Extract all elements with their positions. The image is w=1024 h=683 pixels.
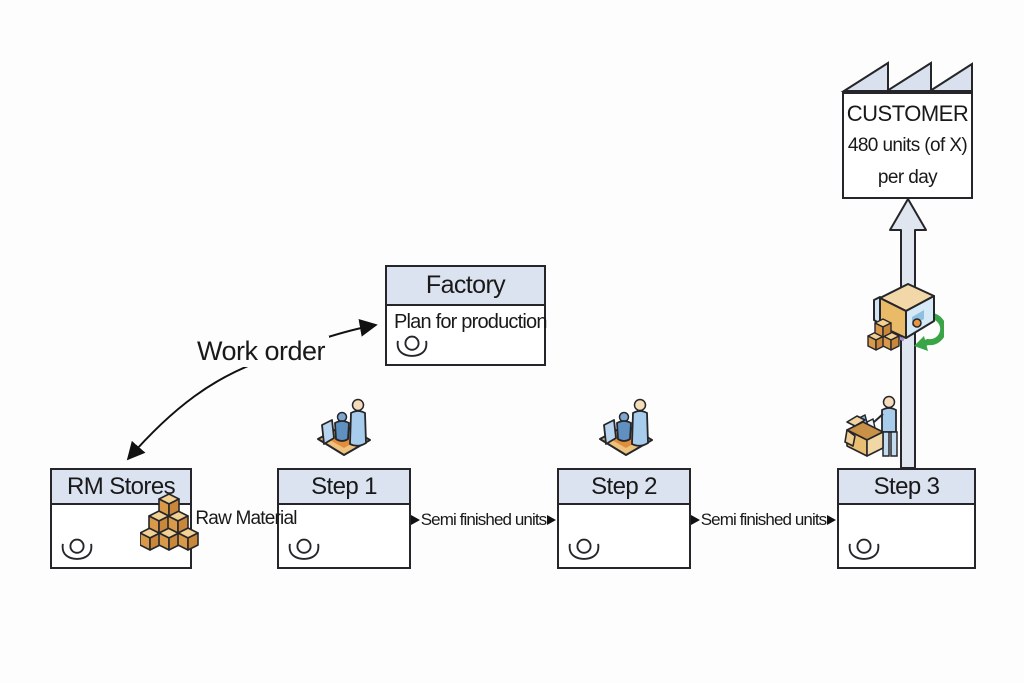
flow-label-raw-material: Raw Material [195,508,297,530]
process-box-step-3: Step 3 [837,468,976,569]
shipment-cubes-icon [867,318,900,351]
arrow-right-icon [547,515,556,525]
arrow-right-icon [691,515,700,525]
operator-icon [568,538,600,560]
workers-group-icon [599,398,653,456]
factory-roof-icon [840,61,973,92]
flow-label-text: Semi finished units [420,510,547,529]
workers-group-icon [317,398,371,456]
operator-icon [396,335,428,357]
delivery-truck-icon [867,283,944,351]
customer-box: CUSTOMER 480 units (of X) per day [842,92,973,199]
customer-title: CUSTOMER [846,100,969,126]
flow-label-text: Semi finished units [700,510,827,529]
packing-person-icon [844,395,898,457]
operator-icon [288,538,320,560]
process-header: Step 1 [279,470,409,505]
process-box-step-1: Step 1 [277,468,411,569]
factory-header: Factory [387,267,544,306]
work-order-label: Work order [193,336,330,367]
flow-label-semi-finished-2: Semi finished units [691,510,836,530]
operator-icon [61,538,93,560]
process-box-step-2: Step 2 [557,468,691,569]
customer-demand: 480 units (of X) [847,134,968,156]
flow-label-semi-finished-1: Semi finished units [411,510,556,530]
green-cycle-arrow-icon [914,313,944,351]
factory-box: Factory Plan for production [385,265,547,366]
arrow-right-icon [411,515,420,525]
flow-label-text: Raw Material [195,508,297,529]
factory-body: Plan for production [387,306,547,364]
customer-demand-period: per day [877,166,938,188]
arrow-right-icon [827,515,836,525]
operator-icon [848,538,880,560]
factory-plan-text: Plan for production [394,311,547,333]
raw-material-cubes-icon [140,493,199,551]
process-header: Step 3 [839,470,974,505]
process-header: Step 2 [559,470,689,505]
